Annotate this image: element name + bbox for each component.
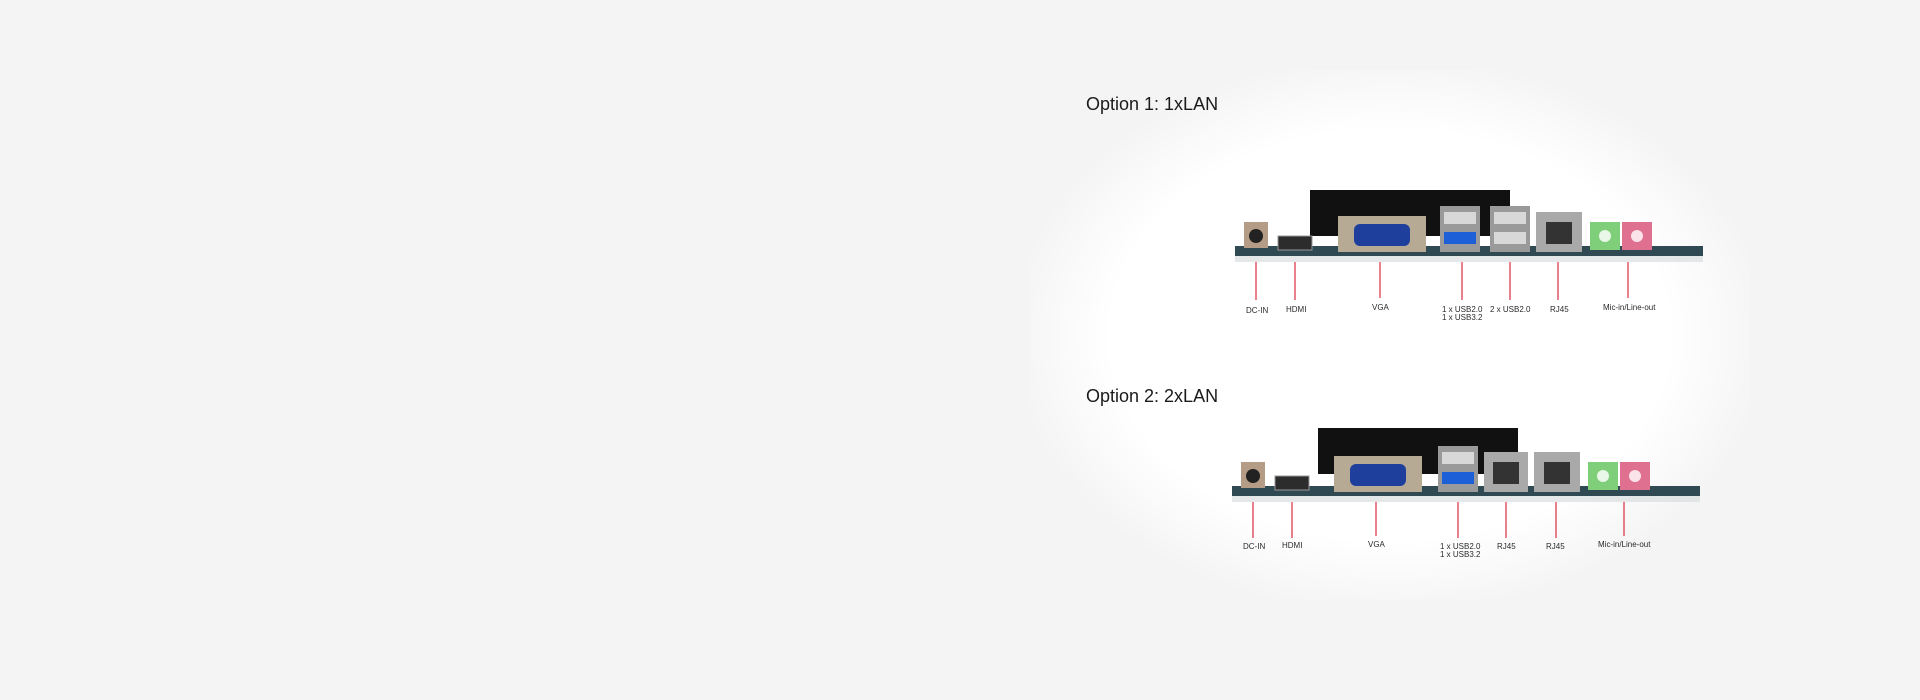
label-rj45: RJ45 — [1550, 305, 1569, 314]
label-usb-b: 1 x USB3.2 — [1442, 313, 1483, 322]
label-vga: VGA — [1368, 540, 1386, 549]
pointer-lines — [1252, 502, 1625, 538]
label-vga: VGA — [1372, 303, 1390, 312]
label-usb-a: 1 x USB2.0 — [1442, 305, 1483, 314]
hdmi-port — [1274, 475, 1310, 491]
option-2-title: Option 2: 2xLAN — [1086, 386, 1219, 406]
label-usb-b: 1 x USB3.2 — [1440, 550, 1481, 559]
label-dc-in: DC-IN — [1246, 306, 1268, 315]
hdmi-port — [1277, 235, 1313, 251]
label-usb2: 2 x USB2.0 — [1490, 305, 1531, 314]
label-dc-in: DC-IN — [1243, 542, 1265, 551]
pointer-lines — [1255, 262, 1629, 300]
label-rj45-2: RJ45 — [1546, 542, 1565, 551]
label-hdmi: HDMI — [1286, 305, 1306, 314]
highlight-backdrop — [1030, 70, 1750, 600]
label-rj45-1: RJ45 — [1497, 542, 1516, 551]
label-usb-a: 1 x USB2.0 — [1440, 542, 1481, 551]
label-hdmi: HDMI — [1282, 541, 1302, 550]
label-audio: Mic-in/Line-out — [1598, 540, 1651, 549]
option-1-title: Option 1: 1xLAN — [1086, 94, 1219, 114]
label-audio: Mic-in/Line-out — [1603, 303, 1656, 312]
